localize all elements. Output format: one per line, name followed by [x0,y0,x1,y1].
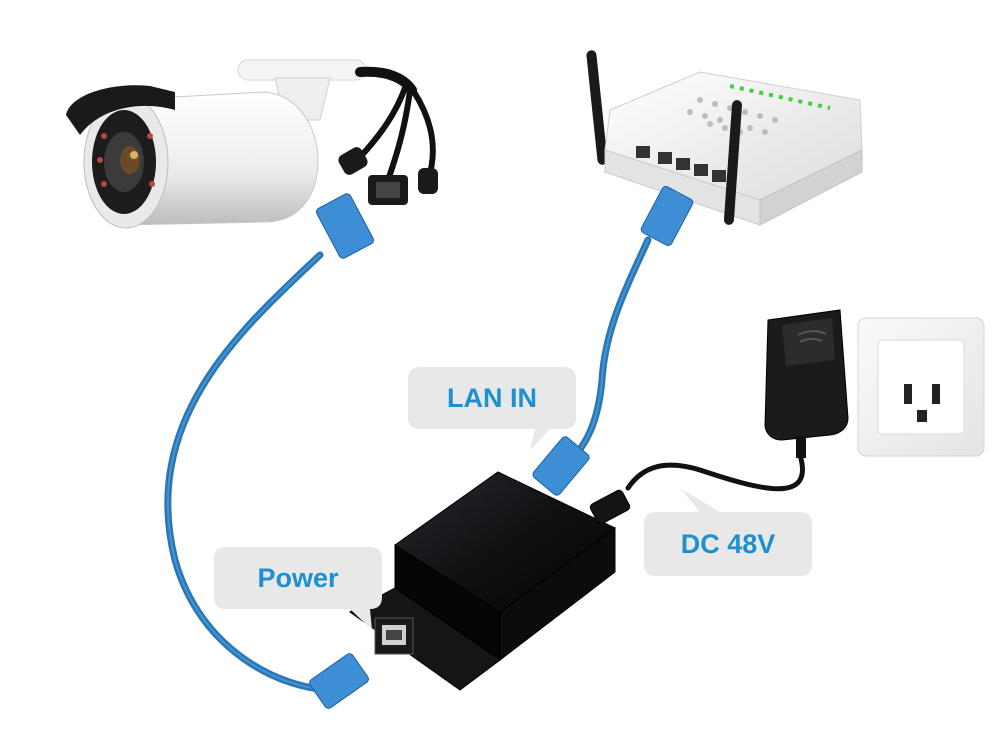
callout-lan-in [408,367,576,450]
callout-power [214,547,382,630]
label-power-text: Power [257,562,339,593]
cable-dc-power [625,452,805,492]
label-power: Power [214,547,382,609]
cable-router-to-injector [566,236,652,466]
power-adapter-icon [764,309,849,458]
label-dc-48v: DC 48V [644,512,812,576]
bullet-camera-icon [66,59,438,259]
callout-dc-48v [644,488,812,576]
label-lan-in-text: LAN IN [447,382,537,413]
cable-camera-to-injector [164,251,339,694]
wifi-router-icon [586,50,863,247]
label-lan-in: LAN IN [408,367,576,429]
wall-outlet-icon [857,317,985,457]
label-dc-48v-text: DC 48V [680,528,776,559]
poe-injector-icon [309,436,631,709]
